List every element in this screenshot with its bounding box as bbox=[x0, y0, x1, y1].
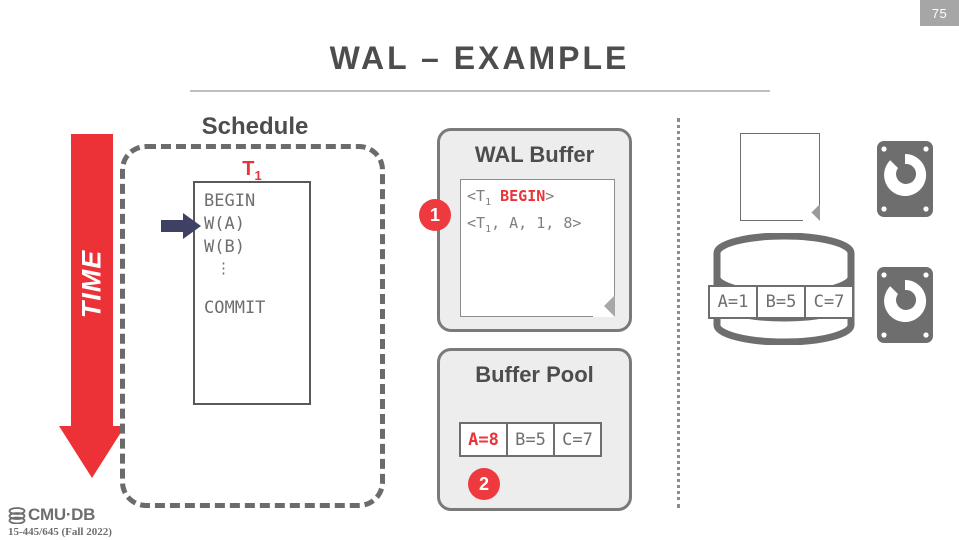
page-fold-icon bbox=[593, 295, 615, 317]
operation-write-a: W(A) bbox=[204, 214, 245, 234]
step-badge-2: 2 bbox=[468, 468, 500, 500]
cmu-db-logo-text: CMU·DB bbox=[28, 505, 96, 524]
transaction-box bbox=[193, 181, 311, 405]
time-arrow-label: TIME bbox=[76, 249, 107, 319]
current-operation-pointer-icon bbox=[161, 213, 201, 239]
wal-record-1: <T1 BEGIN> bbox=[467, 186, 581, 213]
disk-cell-a: A=1 bbox=[708, 285, 758, 319]
page-fold-icon bbox=[803, 204, 820, 221]
time-arrow: TIME bbox=[59, 134, 125, 478]
wal-record-2: <T1, A, 1, 8> bbox=[467, 213, 581, 240]
title-divider bbox=[190, 90, 770, 92]
wal-record-2-prefix: <T bbox=[467, 214, 486, 232]
operation-spacer bbox=[204, 277, 265, 297]
operation-commit: COMMIT bbox=[204, 298, 266, 318]
wal-log-records: <T1 BEGIN> <T1, A, 1, 8> bbox=[467, 186, 581, 240]
hard-disk-svg bbox=[877, 267, 933, 343]
wal-record-2-sub: 1 bbox=[485, 224, 492, 235]
wal-buffer-card: WAL Buffer <T1 BEGIN> <T1, A, 1, 8> bbox=[437, 128, 632, 332]
buffer-pool-cell-a: A=8 bbox=[459, 422, 508, 457]
course-label: 15-445/645 (Fall 2022) bbox=[8, 526, 112, 538]
step-badge-1: 1 bbox=[419, 199, 451, 231]
hard-disk-svg bbox=[877, 141, 933, 217]
hard-disk-icon bbox=[876, 266, 934, 344]
buffer-pool-title: Buffer Pool bbox=[475, 362, 594, 387]
disk-cells: A=1 B=5 C=7 bbox=[708, 285, 854, 319]
buffer-pool-cell-c: C=7 bbox=[553, 422, 602, 457]
page-title: WAL – EXAMPLE bbox=[329, 40, 630, 76]
empty-page-icon bbox=[740, 133, 820, 221]
section-divider bbox=[677, 118, 680, 508]
disk-cell-c: C=7 bbox=[804, 285, 854, 319]
wal-record-1-mid bbox=[491, 187, 500, 205]
page-number-badge: 75 bbox=[920, 0, 959, 26]
disk-cell-b: B=5 bbox=[756, 285, 806, 319]
pointer-shaft bbox=[161, 220, 185, 232]
schedule-container bbox=[120, 144, 385, 508]
operation-write-b: W(B) bbox=[204, 237, 245, 257]
buffer-pool-cell-b: B=5 bbox=[506, 422, 555, 457]
time-arrow-head bbox=[59, 426, 125, 478]
database-logo-icon bbox=[8, 506, 26, 524]
wal-buffer-page: <T1 BEGIN> <T1, A, 1, 8> bbox=[460, 179, 615, 317]
transaction-label: T1 bbox=[193, 158, 311, 183]
transaction-subscript: 1 bbox=[254, 168, 262, 183]
wal-record-1-sub: 1 bbox=[485, 197, 492, 208]
time-arrow-shaft bbox=[71, 134, 113, 430]
wal-record-2-mid: , A, 1, 8> bbox=[491, 214, 582, 232]
schedule-label: Schedule bbox=[201, 113, 309, 140]
buffer-pool-cells: A=8 B=5 C=7 bbox=[459, 422, 602, 457]
wal-record-1-suffix: > bbox=[545, 187, 555, 205]
wal-buffer-title: WAL Buffer bbox=[474, 142, 595, 167]
cmu-db-logo: CMU·DB bbox=[8, 505, 112, 525]
transaction-name: T bbox=[242, 158, 255, 180]
operation-begin: BEGIN bbox=[204, 191, 256, 211]
pointer-head bbox=[183, 213, 201, 239]
wal-record-1-prefix: <T bbox=[467, 187, 486, 205]
operation-ellipsis: ⋮ bbox=[216, 259, 233, 277]
hard-disk-icon bbox=[876, 140, 934, 218]
transaction-operations: BEGIN W(A) W(B) ⋮ COMMIT bbox=[204, 190, 265, 320]
footer: CMU·DB 15-445/645 (Fall 2022) bbox=[8, 505, 112, 538]
wal-record-1-keyword: BEGIN bbox=[500, 187, 546, 205]
